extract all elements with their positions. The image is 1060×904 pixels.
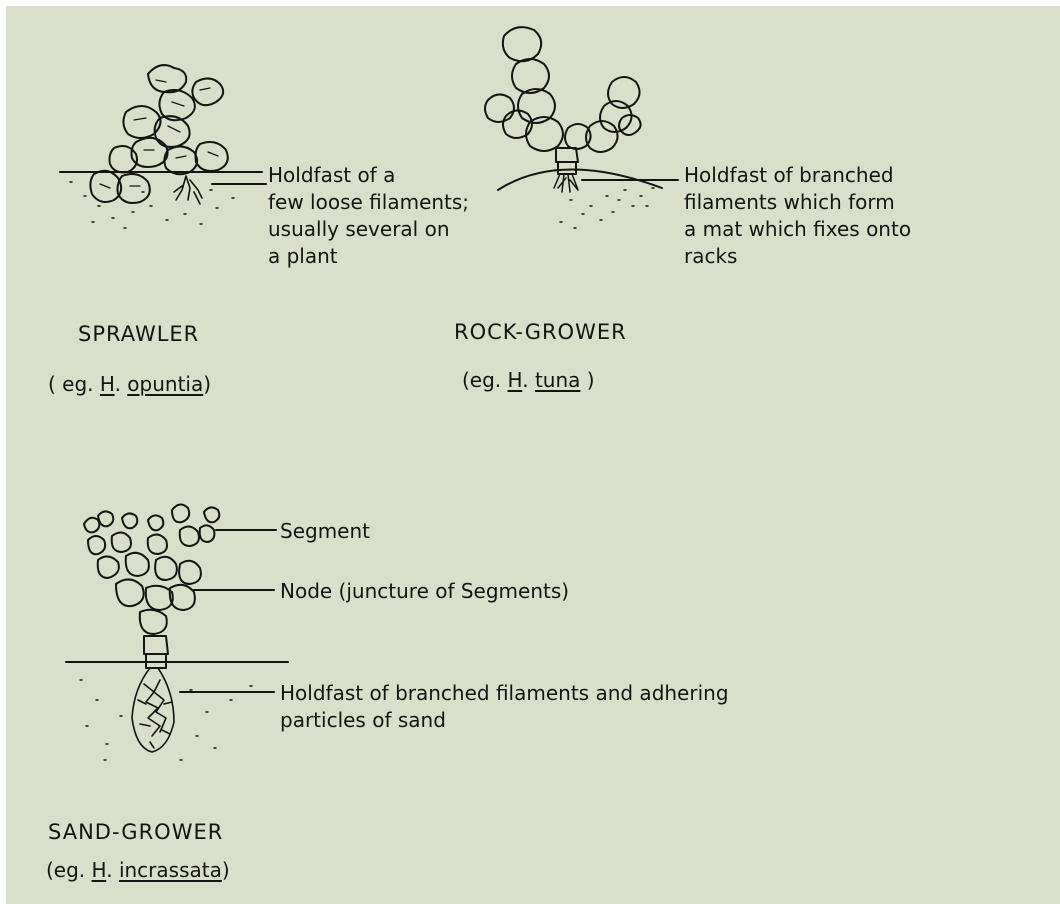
sand-grower-holdfast-label: Holdfast of branched filaments and adher… xyxy=(280,680,729,734)
rock-grower-example-dot: . xyxy=(522,368,528,392)
rock-grower-annotation-line: a mat which fixes onto xyxy=(684,216,911,243)
sand-grower-example-dot: . xyxy=(106,858,112,882)
sand-grower-title: SAND-GROWER xyxy=(48,820,223,844)
rock-grower-title: ROCK-GROWER xyxy=(454,320,627,344)
rock-grower-example-open: (eg. xyxy=(462,368,501,392)
sand-grower-example-open: (eg. xyxy=(46,858,85,882)
sprawler-annotation-line: a plant xyxy=(268,243,469,270)
sprawler-annotation-line: Holdfast of a xyxy=(268,162,469,189)
rock-grower-segments xyxy=(485,27,641,174)
sand-grower-example-genus: H xyxy=(92,858,107,882)
rock-grower-annotation: Holdfast of branched filaments which for… xyxy=(684,162,911,270)
sand-grower-example-close: ) xyxy=(222,858,230,882)
sprawler-annotation: Holdfast of a few loose filaments; usual… xyxy=(268,162,469,270)
sand-grower-example-species: incrassata xyxy=(119,858,222,882)
sprawler-example-species: opuntia xyxy=(127,372,203,396)
sprawler-annotation-line: usually several on xyxy=(268,216,469,243)
sprawler-title: SPRAWLER xyxy=(78,322,199,346)
rock-grower-rock-stipple xyxy=(560,188,654,228)
sprawler-example: ( eg. H. opuntia) xyxy=(48,372,211,396)
sand-grower-holdfast xyxy=(132,668,174,752)
sand-grower-holdfast-line: Holdfast of branched filaments and adher… xyxy=(280,680,729,707)
sprawler-segments xyxy=(90,65,227,203)
rock-grower-example-close: ) xyxy=(587,368,595,392)
sprawler-annotation-line: few loose filaments; xyxy=(268,189,469,216)
rock-grower-holdfast-mat xyxy=(554,174,578,192)
sand-grower-segments xyxy=(84,504,219,668)
rock-grower-drawing xyxy=(485,27,678,228)
rock-grower-example-species: tuna xyxy=(535,368,580,392)
sprawler-drawing xyxy=(60,65,266,228)
rock-grower-example: (eg. H. tuna ) xyxy=(462,368,595,392)
sand-grower-node-label: Node (juncture of Segments) xyxy=(280,578,569,605)
sprawler-example-genus: H xyxy=(100,372,115,396)
rock-grower-annotation-line: racks xyxy=(684,243,911,270)
sand-grower-example: (eg. H. incrassata) xyxy=(46,858,230,882)
rock-grower-example-genus: H xyxy=(508,368,523,392)
sprawler-example-close: ) xyxy=(203,372,211,396)
rock-grower-annotation-line: Holdfast of branched xyxy=(684,162,911,189)
sprawler-holdfast-filaments xyxy=(174,176,202,204)
sand-grower-holdfast-line: particles of sand xyxy=(280,707,729,734)
rock-grower-annotation-line: filaments which form xyxy=(684,189,911,216)
sand-grower-drawing xyxy=(66,504,288,760)
sprawler-example-dot: . xyxy=(115,372,121,396)
sand-grower-segment-label: Segment xyxy=(280,518,370,545)
sprawler-ground-stipple xyxy=(70,182,234,228)
sprawler-example-open: ( eg. xyxy=(48,372,94,396)
